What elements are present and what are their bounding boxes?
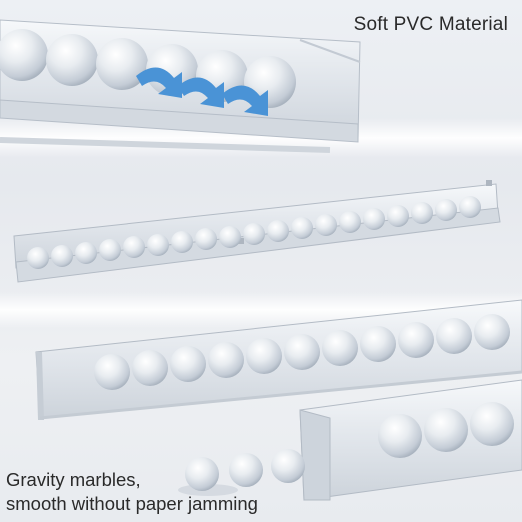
curved-down-arrow-icon [136,67,268,116]
caption-feature-line1: Gravity marbles, [6,469,141,490]
marble-row-full [27,196,481,269]
marble-row-bottom [378,402,514,458]
marble-row-perspective [94,314,510,390]
caption-feature: Gravity marbles, smooth without paper ja… [6,468,258,516]
loose-marbles [178,449,305,496]
caption-feature-line2: smooth without paper jamming [6,493,258,514]
caption-material: Soft PVC Material [353,14,508,35]
